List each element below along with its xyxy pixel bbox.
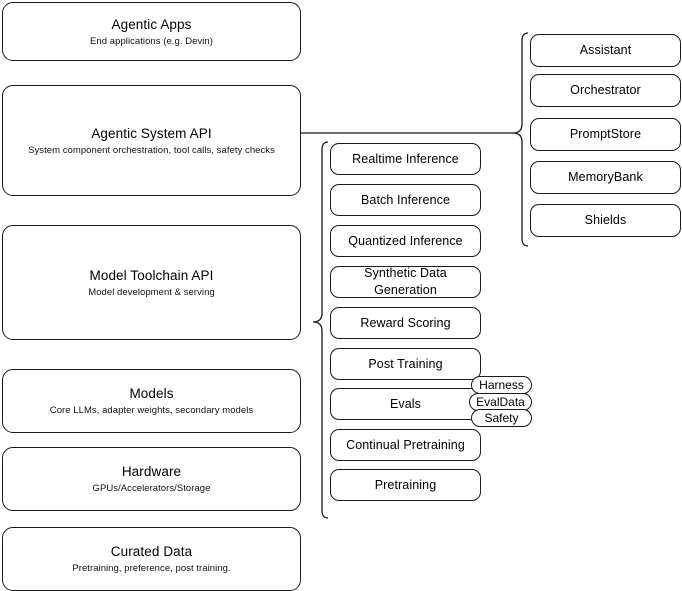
- layer-subtitle: System component orchestration, tool cal…: [28, 144, 275, 156]
- component-pretraining[interactable]: Pretraining: [330, 469, 481, 501]
- layer-title: Agentic Apps: [111, 16, 192, 32]
- component-label: Batch Inference: [360, 192, 451, 207]
- component-label: Continual Pretraining: [346, 437, 465, 452]
- component-label: MemoryBank: [568, 170, 643, 184]
- layer-title: Model Toolchain API: [89, 267, 214, 283]
- component-synthetic-data-generation[interactable]: Synthetic Data Generation: [330, 266, 481, 298]
- component-memorybank[interactable]: MemoryBank: [530, 161, 681, 194]
- component-label: Shields: [584, 213, 627, 227]
- component-batch-inference[interactable]: Batch Inference: [330, 184, 481, 216]
- component-evals[interactable]: Evals: [330, 388, 481, 420]
- component-label: Realtime Inference: [352, 151, 459, 166]
- component-promptstore[interactable]: PromptStore: [530, 118, 681, 151]
- layer-curated-data[interactable]: Curated Data Pretraining, preference, po…: [2, 527, 301, 591]
- layer-subtitle: GPUs/Accelerators/Storage: [92, 483, 211, 494]
- brace-middle: [312, 141, 329, 519]
- component-label: Synthetic Data Generation: [364, 266, 447, 297]
- layer-subtitle: Model development & serving: [88, 286, 215, 298]
- component-label: Post Training: [368, 356, 443, 371]
- component-label: Orchestrator: [570, 83, 641, 97]
- component-quantized-inference[interactable]: Quantized Inference: [330, 225, 481, 257]
- layer-subtitle: Pretraining, preference, post training.: [72, 563, 231, 574]
- brace-right: [512, 32, 529, 247]
- component-realtime-inference[interactable]: Realtime Inference: [330, 143, 481, 175]
- component-label: Pretraining: [374, 477, 437, 492]
- layer-hardware[interactable]: Hardware GPUs/Accelerators/Storage: [2, 447, 301, 511]
- component-shields[interactable]: Shields: [530, 204, 681, 237]
- component-label: Reward Scoring: [360, 315, 451, 330]
- layer-title: Hardware: [121, 464, 182, 479]
- layer-title: Agentic System API: [91, 125, 212, 141]
- layer-models[interactable]: Models Core LLMs, adapter weights, secon…: [2, 369, 301, 433]
- layer-agentic-apps[interactable]: Agentic Apps End applications (e.g. Devi…: [2, 2, 301, 61]
- layer-title: Curated Data: [110, 544, 193, 559]
- layer-agentic-system-api[interactable]: Agentic System API System component orch…: [2, 85, 301, 196]
- component-label: Assistant: [579, 43, 632, 57]
- component-orchestrator[interactable]: Orchestrator: [530, 74, 681, 107]
- pill-harness[interactable]: Harness: [471, 376, 532, 394]
- layer-model-toolchain-api[interactable]: Model Toolchain API Model development & …: [2, 225, 301, 340]
- component-post-training[interactable]: Post Training: [330, 348, 481, 380]
- layer-subtitle: End applications (e.g. Devin): [90, 35, 213, 47]
- component-continual-pretraining[interactable]: Continual Pretraining: [330, 429, 481, 461]
- component-label: Evals: [389, 396, 422, 411]
- layer-subtitle: Core LLMs, adapter weights, secondary mo…: [49, 405, 254, 416]
- component-assistant[interactable]: Assistant: [530, 34, 681, 67]
- component-label: Quantized Inference: [348, 233, 463, 248]
- layer-title: Models: [129, 386, 174, 401]
- pill-safety[interactable]: Safety: [471, 409, 532, 427]
- component-reward-scoring[interactable]: Reward Scoring: [330, 307, 481, 339]
- component-label: PromptStore: [569, 127, 642, 141]
